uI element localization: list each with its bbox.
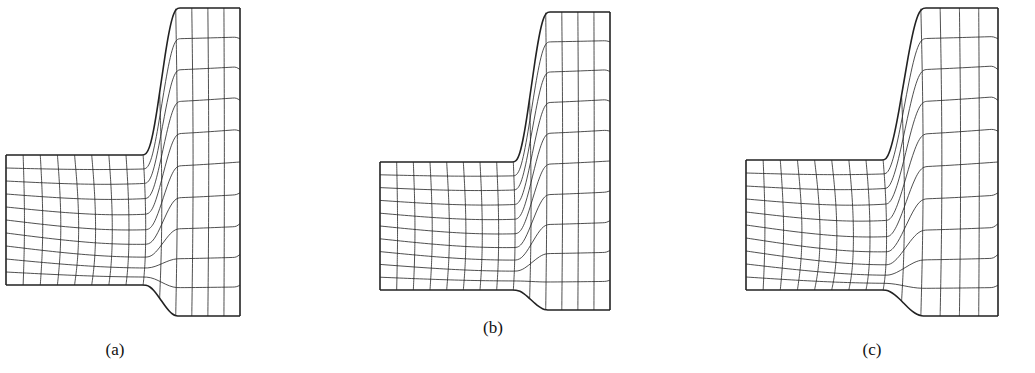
mesh-line — [745, 160, 747, 290]
mesh-line — [463, 162, 466, 290]
panel-label: (a) — [106, 340, 125, 360]
mesh-line — [223, 8, 224, 316]
mesh-line — [797, 160, 801, 290]
mesh-line — [997, 8, 999, 316]
mesh-line — [396, 162, 398, 290]
mesh-line — [430, 162, 432, 290]
mesh-line — [57, 155, 60, 285]
mesh-line — [160, 93, 162, 298]
mesh-line — [109, 155, 112, 285]
mesh-line — [940, 8, 942, 316]
mesh-line — [6, 37, 240, 169]
mesh-line — [530, 98, 531, 298]
mesh-line — [902, 96, 905, 301]
mesh-line — [546, 13, 547, 310]
mesh-line — [577, 12, 579, 310]
mesh-line — [379, 162, 381, 290]
panel-label: (b) — [483, 318, 503, 338]
mesh-line — [239, 8, 241, 316]
mesh-line — [849, 160, 854, 290]
mesh-line — [380, 12, 610, 162]
mesh-line — [6, 98, 240, 199]
mesh-line — [6, 224, 240, 258]
mesh-line — [176, 9, 178, 316]
mesh-line — [593, 12, 594, 310]
mesh-line — [75, 155, 79, 285]
mesh-line — [126, 155, 129, 285]
mesh-line — [6, 8, 240, 155]
mesh-line — [883, 160, 886, 290]
mesh-line — [921, 9, 923, 316]
mesh-line — [866, 160, 870, 290]
mesh-line — [815, 160, 820, 290]
mesh-line — [380, 277, 610, 282]
mesh-line — [763, 160, 765, 290]
mesh-line — [513, 162, 515, 290]
mesh-line — [447, 162, 450, 290]
mesh-line — [40, 155, 42, 285]
mesh-line — [780, 160, 783, 290]
mesh-line — [23, 155, 24, 285]
mesh-line — [6, 254, 240, 268]
mesh-line — [380, 41, 610, 176]
mesh-line — [207, 8, 209, 316]
mesh-line — [978, 8, 980, 316]
mesh-line — [413, 162, 415, 290]
mesh-line — [746, 290, 998, 316]
mesh-line — [143, 155, 146, 285]
mesh-line — [497, 162, 499, 290]
mesh-line — [561, 12, 563, 310]
mesh-line — [5, 155, 7, 285]
mesh-line — [480, 162, 482, 290]
mesh-line — [192, 8, 193, 316]
mesh-line — [380, 70, 610, 191]
mesh-line — [609, 12, 611, 310]
mesh-line — [380, 290, 610, 310]
panel-label: (c) — [863, 340, 882, 360]
mesh-line — [832, 160, 837, 290]
mesh-line — [92, 155, 96, 285]
mesh-line — [6, 193, 240, 245]
mesh-line — [959, 8, 960, 316]
mesh-line — [6, 285, 240, 316]
